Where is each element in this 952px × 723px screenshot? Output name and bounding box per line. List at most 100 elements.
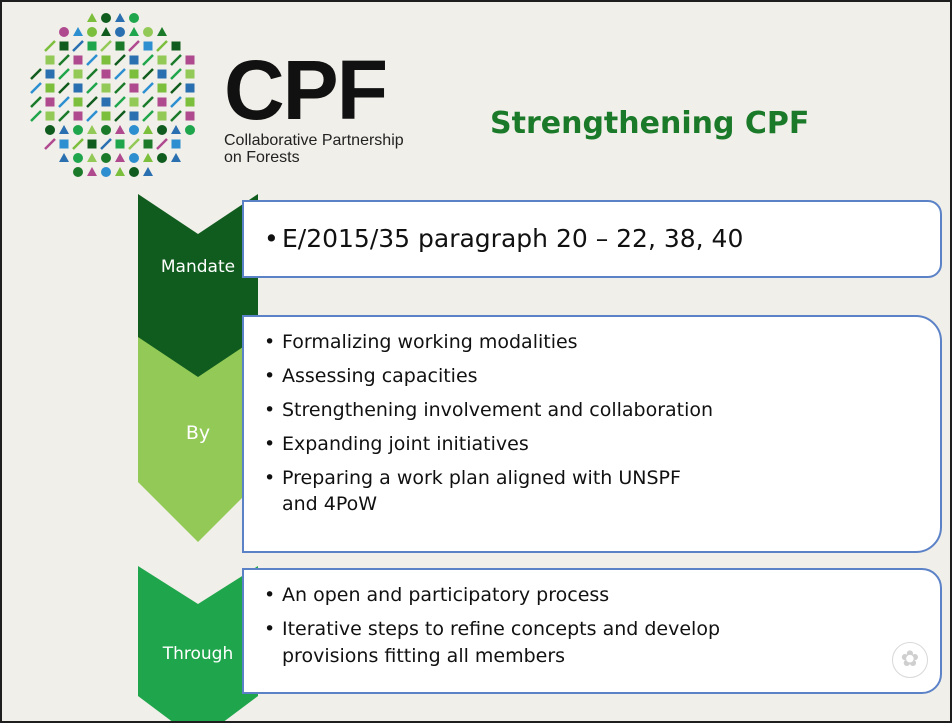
logo-dot — [44, 40, 56, 52]
logo-dot — [142, 96, 154, 108]
logo-dot — [128, 40, 140, 52]
logo-dot — [101, 111, 111, 121]
by-bullet-5: Preparing a work plan aligned with UNSPF… — [264, 461, 722, 517]
chevron-shape — [138, 194, 258, 399]
chevron-shape — [138, 337, 258, 542]
logo-dot — [86, 68, 98, 80]
logo-dot — [115, 41, 125, 51]
logo-dot — [157, 111, 167, 121]
logo-dot — [73, 97, 83, 107]
cpf-logo-emblem — [30, 13, 195, 177]
logo-dot — [129, 125, 139, 135]
logo-dot — [171, 139, 181, 149]
logo-dot — [170, 110, 182, 122]
logo-dot — [87, 41, 97, 51]
logo-dot — [73, 83, 83, 93]
chevron-label-mandate: Mandate — [160, 257, 236, 277]
logo-dot — [101, 97, 111, 107]
logo-dot — [157, 83, 167, 93]
logo-dot — [73, 153, 83, 163]
logo-dot — [101, 55, 111, 65]
logo-dot — [129, 111, 139, 121]
logo-dot — [87, 167, 97, 176]
logo-dot — [59, 41, 69, 51]
logo-dot — [73, 125, 83, 135]
logo-dot — [115, 139, 125, 149]
logo-dot — [142, 110, 154, 122]
logo-dot — [129, 97, 139, 107]
through-bullet-2: Iterative steps to refine concepts and d… — [264, 612, 802, 670]
logo-dot — [59, 27, 69, 37]
logo-dot — [129, 55, 139, 65]
logo-dot — [30, 96, 42, 108]
chevron-label-by: By — [185, 422, 211, 444]
logo-dot — [115, 125, 125, 134]
by-bullet-1: Formalizing working modalities — [264, 325, 722, 359]
mandate-box: E/2015/35 paragraph 20 – 22, 38, 40 — [242, 200, 942, 278]
logo-dot — [114, 110, 126, 122]
logo-dot — [101, 13, 111, 23]
logo-dot — [185, 69, 195, 79]
by-bullet-3: Strengthening involvement and collaborat… — [264, 393, 722, 427]
logo-dot — [114, 96, 126, 108]
logo-dot — [87, 13, 97, 22]
logo-dot — [59, 125, 69, 134]
logo-dot — [142, 82, 154, 94]
logo-dot — [171, 125, 181, 134]
logo-dot — [185, 55, 195, 65]
logo-dot — [100, 138, 112, 150]
chevron-label-through: Through — [162, 644, 234, 664]
logo-dot — [73, 27, 83, 36]
logo-dot — [58, 82, 70, 94]
through-bullet-1: An open and participatory process — [264, 578, 802, 612]
logo-dot — [101, 27, 111, 36]
logo-dot — [143, 153, 153, 162]
logo-dot — [157, 125, 167, 135]
logo-dot — [114, 82, 126, 94]
logo-dot — [58, 110, 70, 122]
logo-dot — [143, 27, 153, 37]
seal-icon: ✿ — [892, 642, 928, 678]
logo-dot — [45, 83, 55, 93]
logo-dot — [30, 68, 42, 80]
chevron-mandate — [138, 194, 258, 399]
logo-dot — [157, 27, 167, 36]
logo-dot — [87, 27, 97, 37]
logo-dot — [73, 167, 83, 177]
logo-dot — [59, 139, 69, 149]
logo-dot — [44, 138, 56, 150]
logo-dot — [143, 41, 153, 51]
logo-dot — [170, 82, 182, 94]
logo-dot — [129, 83, 139, 93]
logo-dot — [30, 82, 42, 94]
logo-dot — [156, 138, 168, 150]
logo-dot — [58, 96, 70, 108]
logo-dot — [157, 153, 167, 163]
logo-dot — [73, 111, 83, 121]
mandate-bullet: E/2015/35 paragraph 20 – 22, 38, 40 — [264, 224, 940, 253]
logo-line-1: Collaborative Partnership — [224, 132, 404, 149]
logo-dot — [86, 82, 98, 94]
logo-dot — [143, 125, 153, 134]
logo-dot — [185, 125, 195, 135]
logo-dot — [115, 13, 125, 22]
logo-line-2: on Forests — [224, 149, 300, 166]
logo-dot — [73, 69, 83, 79]
logo-dot — [129, 153, 139, 163]
logo-dot — [156, 40, 168, 52]
logo-dot — [87, 153, 97, 162]
logo-dot — [185, 97, 195, 107]
logo-dot — [115, 27, 125, 37]
cpf-logo-wordmark: CPF Collaborative Partnership on Forests — [224, 48, 404, 166]
logo-dot — [45, 97, 55, 107]
logo-dot — [73, 55, 83, 65]
logo-dot — [170, 96, 182, 108]
logo-dot — [157, 97, 167, 107]
logo-dot — [101, 83, 111, 93]
logo-dot — [101, 125, 111, 135]
logo-dot — [171, 41, 181, 51]
by-box: Formalizing working modalities Assessing… — [242, 315, 942, 553]
by-bullet-2: Assessing capacities — [264, 359, 722, 393]
logo-dot — [58, 68, 70, 80]
